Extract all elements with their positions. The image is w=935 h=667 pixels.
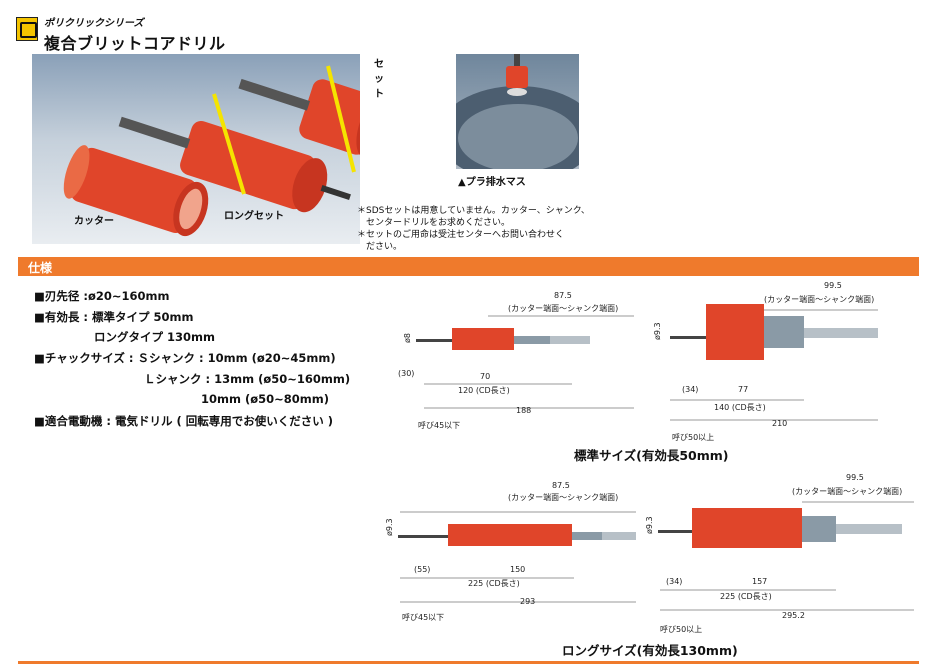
label-set: セット — [374, 59, 384, 100]
dim-depth: 77 — [738, 385, 748, 394]
note-line: ＊セットのご用命は受注センターへお問い合わせく — [357, 230, 565, 240]
dim-note: 呼び45以下 — [418, 420, 460, 430]
dim-cd: 140 (CD長さ) — [714, 403, 766, 412]
dim-cd: 225 (CD長さ) — [468, 579, 520, 588]
diagram-standard-small: 87.5 (カッター端面～シャンク端面) ø8 70 (30) 120 (CD長… — [398, 291, 634, 430]
drain-photo-caption: ▲プラ排水マス — [458, 177, 526, 188]
dim-sub: (カッター端面～シャンク端面) — [508, 492, 618, 502]
dim-depth: 157 — [752, 577, 767, 586]
dim-tip: (34) — [682, 385, 698, 394]
dim-note: 呼び50以上 — [660, 624, 702, 634]
dim-phi: ø8 — [403, 333, 412, 343]
spec-diameter: ■刃先径 :ø20~160mm — [34, 289, 170, 303]
dim-total-shank: 87.5 — [554, 291, 572, 300]
brand-logo — [16, 17, 38, 41]
diagram-long-small: 87.5 (カッター端面～シャンク端面) ø9.3 (55) 150 225 (… — [385, 481, 636, 622]
dim-total-shank: 87.5 — [552, 481, 570, 490]
spec-chuck-s: ■チャックサイズ : Ｓシャンク : 10mm (ø20~45mm) — [34, 351, 336, 365]
dim-note: 呼び50以上 — [672, 432, 714, 442]
dim-phi: ø9.3 — [645, 516, 654, 534]
spec-length-long: ロングタイプ 130mm — [94, 330, 215, 344]
diagram-long-large: 99.5 (カッター端面～シャンク端面) ø9.3 (34) 157 225 (… — [645, 473, 914, 634]
dim-cd: 120 (CD長さ) — [458, 386, 510, 395]
note-line: ＊SDSセットは用意していません。カッター、シャンク、 — [357, 206, 590, 216]
series-title: ポリクリックシリーズ — [44, 18, 144, 29]
label-cutter: カッター — [74, 216, 114, 227]
caption-long: ロングサイズ(有効長130mm) — [562, 643, 738, 658]
dim-overall: 293 — [520, 597, 535, 606]
dim-sub: (カッター端面～シャンク端面) — [792, 486, 902, 496]
dim-sub: (カッター端面～シャンク端面) — [508, 303, 618, 313]
spec-chuck-l2: 10mm (ø50~80mm) — [201, 392, 329, 406]
dim-phi: ø9.3 — [385, 518, 394, 536]
spec-length-std: ■有効長 : 標準タイプ 50mm — [34, 310, 194, 324]
dim-total-shank: 99.5 — [824, 281, 842, 290]
dim-sub: (カッター端面～シャンク端面) — [764, 294, 874, 304]
spec-heading-bar: 仕様 — [18, 257, 919, 276]
dim-phi: ø9.3 — [653, 322, 662, 340]
label-long-set: ロングセット — [224, 211, 284, 222]
dim-cd: 225 (CD長さ) — [720, 592, 772, 601]
dim-note: 呼び45以下 — [402, 612, 444, 622]
product-photo: セット ロングセット カッター — [32, 54, 390, 244]
dim-overall: 295.2 — [782, 611, 805, 620]
diagram-standard-large: 99.5 (カッター端面～シャンク端面) ø9.3 (34) 77 140 (C… — [653, 281, 878, 442]
dim-overall: 188 — [516, 406, 531, 415]
caption-standard: 標準サイズ(有効長50mm) — [574, 448, 729, 463]
dim-depth: 150 — [510, 565, 525, 574]
drain-photo — [456, 54, 579, 169]
spec-motor: ■適合電動機 : 電気ドリル ( 回転専用でお使いください ) — [34, 414, 333, 428]
dim-overall: 210 — [772, 419, 787, 428]
dim-depth: 70 — [480, 372, 490, 381]
dim-tip: (30) — [398, 369, 414, 378]
bottom-rule — [18, 661, 919, 664]
spec-heading: 仕様 — [28, 261, 53, 275]
spec-chuck-l1: Ｌシャンク : 13mm (ø50~160mm) — [144, 372, 351, 386]
note-line: センタードリルをお求めください。 — [357, 218, 511, 228]
dim-tip: (55) — [414, 565, 430, 574]
dim-total-shank: 99.5 — [846, 473, 864, 482]
note-line: ださい。 — [357, 242, 403, 252]
drain-photo-drawing — [456, 54, 579, 169]
dim-tip: (34) — [666, 577, 682, 586]
notes: ＊SDSセットは用意していません。カッター、シャンク、 センタードリルをお求めく… — [357, 205, 590, 253]
product-title: 複合ブリットコアドリル — [44, 34, 226, 53]
